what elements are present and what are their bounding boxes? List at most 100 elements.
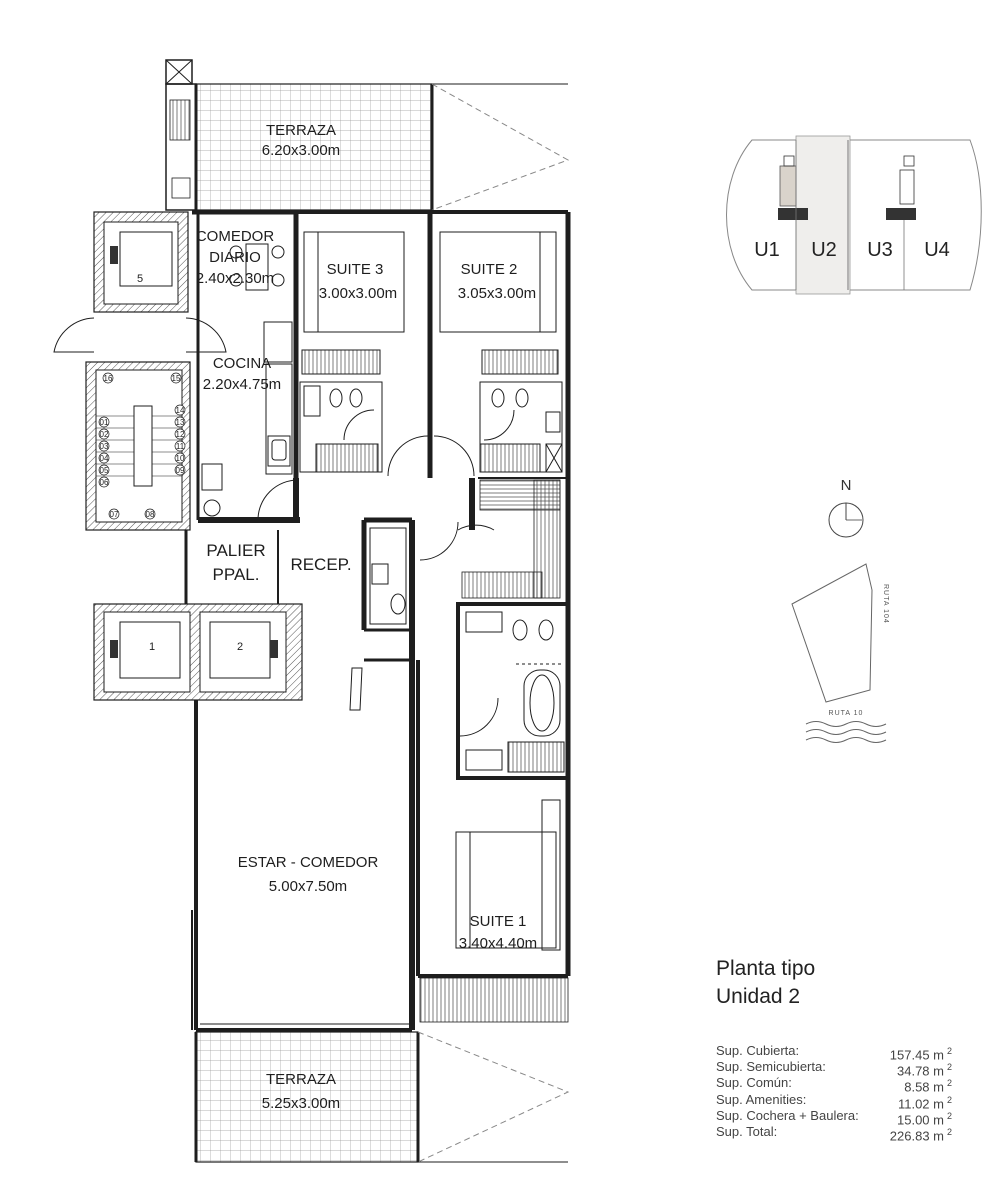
- unit-u3: U3: [867, 239, 893, 261]
- elevator-5-label: 5: [137, 273, 143, 285]
- cocina-dims: 2.20x4.75m: [203, 376, 281, 393]
- area-unit-exponent: 2: [946, 1078, 952, 1089]
- water-wave-3: [805, 737, 887, 743]
- area-unit-exponent: 2: [946, 1046, 952, 1056]
- terraza-top-name: TERRAZA: [266, 122, 336, 139]
- step-09: 09: [176, 466, 185, 475]
- terraza-bottom-name: TERRAZA: [266, 1071, 336, 1088]
- estar-name: ESTAR - COMEDOR: [238, 854, 379, 871]
- location-map: RUTA 104 RUTA 10: [791, 563, 889, 743]
- road-label-side: RUTA 104: [882, 584, 889, 624]
- step-15: 15: [172, 374, 181, 383]
- step-02: 02: [100, 430, 109, 439]
- walls: [184, 209, 571, 1032]
- area-label: Sup. Semicubierta:: [716, 1059, 826, 1075]
- area-label: Sup. Cochera + Baulera:: [716, 1107, 859, 1123]
- suite3-name: SUITE 3: [327, 261, 384, 278]
- area-value: 15.00 m: [897, 1112, 944, 1128]
- area-value: 226.83 m: [889, 1128, 944, 1144]
- north-arrow: N: [828, 477, 864, 538]
- comedor-diario-name1: COMEDOR: [196, 228, 275, 245]
- area-unit-exponent: 2: [946, 1110, 952, 1121]
- stair-core: 16 15 01 02 03 04 05 06 14 13 12 11: [85, 361, 191, 531]
- stair-steps-right: 14 13 12 11 10 09: [174, 404, 186, 476]
- key-plan: U1 U2 U3 U4: [726, 135, 982, 295]
- area-value: 11.02 m: [897, 1095, 944, 1111]
- area-unit-exponent: 2: [946, 1094, 952, 1105]
- unit-u2: U2: [811, 239, 837, 261]
- area-value: 8.58 m: [904, 1079, 944, 1095]
- road-label-bottom: RUTA 10: [829, 710, 864, 717]
- unit-u4: U4: [924, 239, 950, 261]
- suite2-furniture: [439, 231, 563, 473]
- area-label: Sup. Común:: [716, 1075, 792, 1091]
- powder-room: [349, 527, 407, 711]
- suite1-dims: 3.40x4.40m: [459, 935, 537, 952]
- step-04: 04: [100, 454, 109, 463]
- elevator-core-upper: 5: [93, 211, 189, 313]
- suite3-furniture: [299, 231, 405, 473]
- step-12: 12: [176, 430, 185, 439]
- water-wave-2: [805, 729, 887, 735]
- comedor-diario-dims: 2.40x2.30m: [196, 270, 274, 287]
- recep-name: RECEP.: [290, 555, 351, 574]
- area-unit-exponent: 2: [946, 1126, 952, 1137]
- internal-stair: [461, 479, 561, 599]
- step-01: 01: [100, 418, 109, 427]
- stair-steps-left: 01 02 03 04 05 06: [98, 416, 110, 488]
- step-16: 16: [104, 374, 113, 383]
- terrace-top: [165, 59, 570, 211]
- palier-name1: PALIER: [206, 541, 265, 560]
- elevator-2-label: 2: [237, 641, 243, 653]
- terraza-top-dims: 6.20x3.00m: [262, 142, 340, 159]
- suite1-name: SUITE 1: [470, 913, 527, 930]
- elevator-1-label: 1: [149, 641, 155, 653]
- room-labels: TERRAZA 6.20x3.00m COMEDOR DIARIO 2.40x2…: [196, 122, 537, 1112]
- step-13: 13: [176, 418, 185, 427]
- water-wave-1: [805, 721, 887, 727]
- corridor-doors: [387, 435, 495, 561]
- estar-dims: 5.00x7.50m: [269, 878, 347, 895]
- terrace-bottom: [194, 977, 570, 1163]
- plan-subtitle: Unidad 2: [716, 985, 801, 1008]
- suite3-dims: 3.00x3.00m: [319, 285, 397, 302]
- step-08: 08: [146, 510, 155, 519]
- north-label: N: [841, 477, 852, 494]
- step-06: 06: [100, 478, 109, 487]
- step-07: 07: [110, 510, 119, 519]
- step-05: 05: [100, 466, 109, 475]
- door-swings-entry: [53, 317, 227, 353]
- suite1-furniture: [455, 799, 561, 951]
- area-unit-exponent: 2: [946, 1062, 952, 1073]
- suite2-dims: 3.05x3.00m: [458, 285, 536, 302]
- area-label: Sup. Cubierta:: [716, 1043, 800, 1058]
- area-value: 157.45 m: [889, 1047, 944, 1063]
- step-14: 14: [176, 406, 185, 415]
- step-11: 11: [176, 442, 185, 451]
- area-label: Sup. Total:: [716, 1123, 778, 1139]
- area-value: 34.78 m: [897, 1063, 944, 1079]
- area-label: Sup. Amenities:: [716, 1091, 807, 1107]
- suite2-name: SUITE 2: [461, 261, 518, 278]
- cocina-name: COCINA: [213, 355, 271, 372]
- living-windows: [191, 910, 412, 1030]
- step-10: 10: [176, 454, 185, 463]
- comedor-diario-name2: DIARIO: [209, 249, 261, 266]
- elevator-core-lower: 1 2: [93, 603, 303, 701]
- terraza-bottom-dims: 5.25x3.00m: [262, 1095, 340, 1112]
- palier-name2: PPAL.: [213, 565, 260, 584]
- plan-title: Planta tipo: [716, 957, 816, 980]
- step-03: 03: [100, 442, 109, 451]
- main-bathroom: [459, 611, 565, 773]
- kitchen-furniture: [201, 243, 299, 521]
- key-plan-highlight: [779, 165, 797, 207]
- unit-u1: U1: [754, 239, 780, 261]
